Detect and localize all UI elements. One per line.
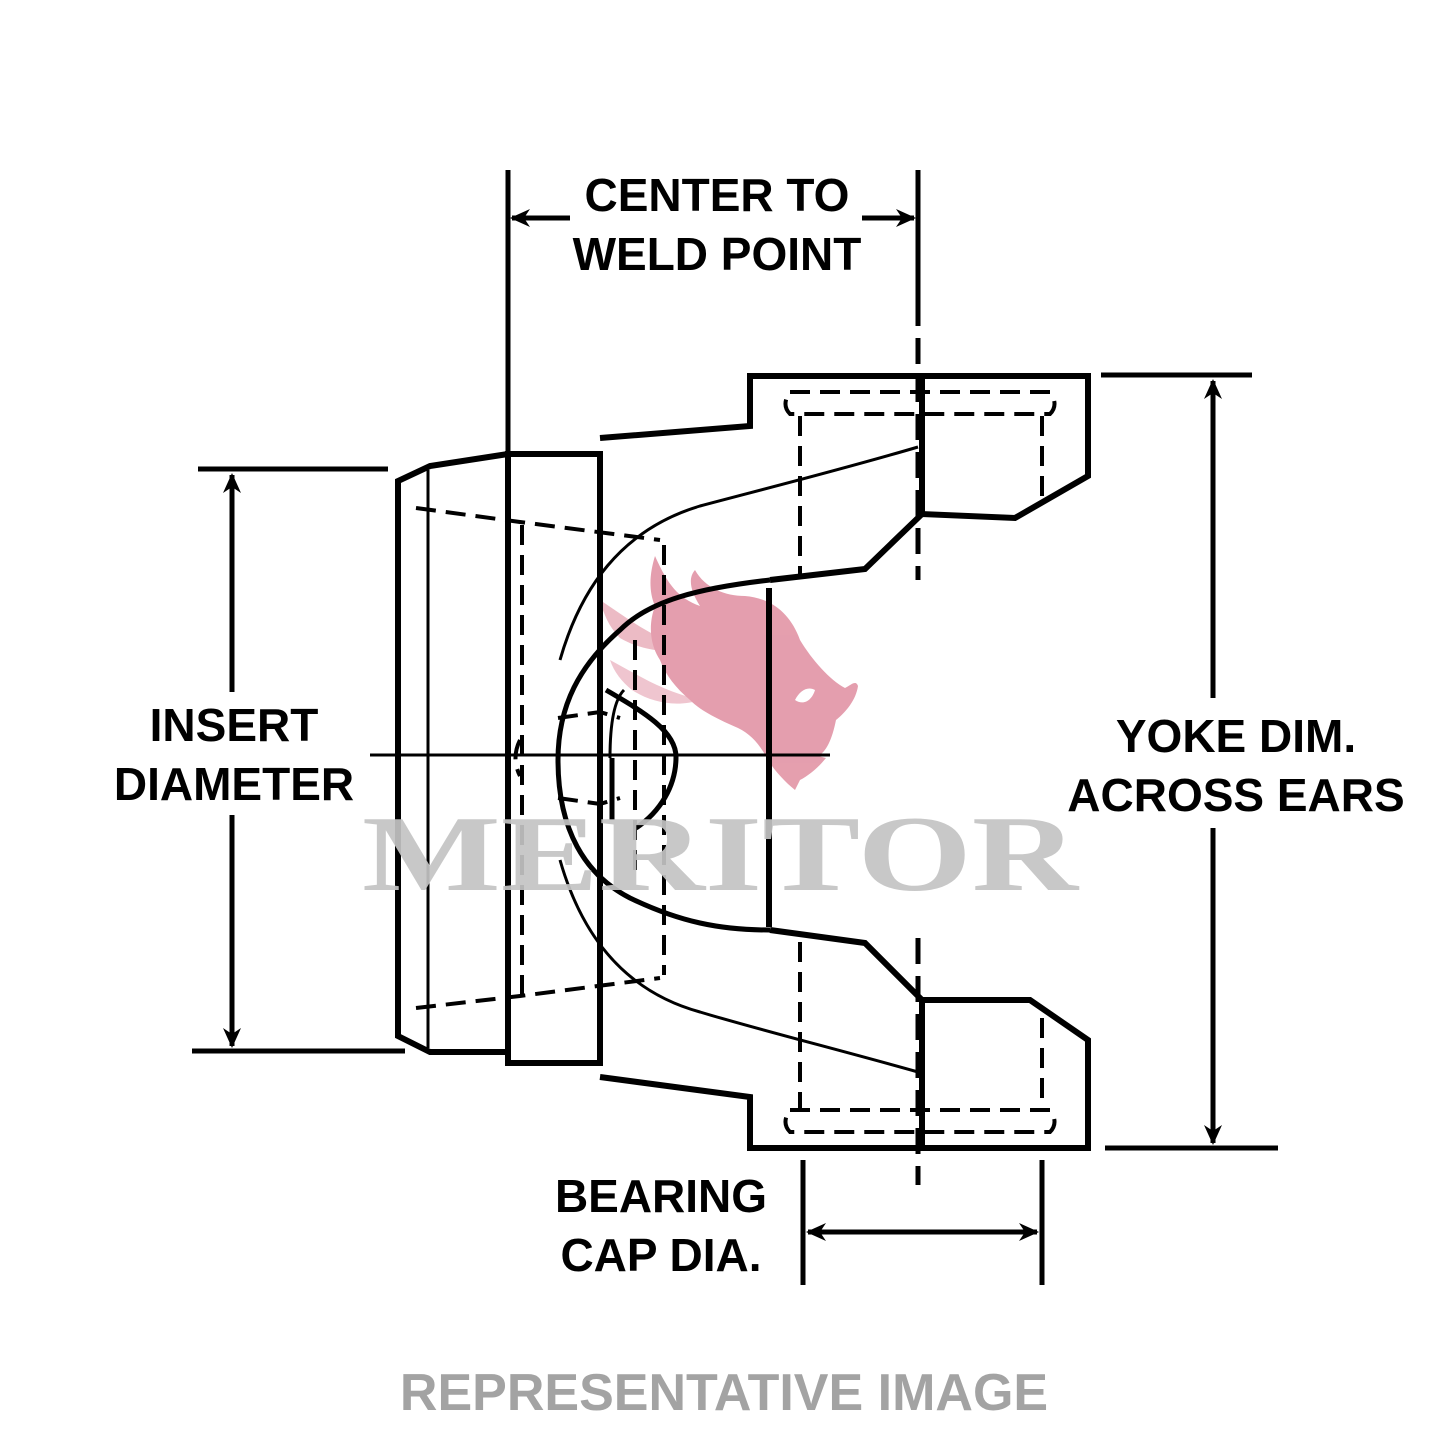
yoke-dim-label-line1: YOKE DIM. — [1116, 710, 1356, 762]
center-to-weld-label-line2: WELD POINT — [573, 228, 862, 280]
meritor-watermark: MERITOR — [362, 795, 1079, 914]
bull-head-icon — [600, 556, 858, 790]
bearing-cap-label-line2: CAP DIA. — [560, 1229, 761, 1281]
bearing-cap-label-line1: BEARING — [555, 1170, 767, 1222]
insert-diameter-label-line1: INSERT — [150, 699, 319, 751]
extension-lines — [192, 170, 1278, 1285]
insert-diameter-label-line2: DIAMETER — [114, 758, 354, 810]
yoke-dim-label-line2: ACROSS EARS — [1067, 769, 1404, 821]
hidden-lines — [415, 300, 1057, 1185]
yoke-outline — [370, 373, 1091, 1151]
center-to-weld-label-line1: CENTER TO — [585, 169, 850, 221]
representative-image-caption: REPRESENTATIVE IMAGE — [400, 1364, 1048, 1422]
dimension-arrows — [223, 209, 1222, 1241]
